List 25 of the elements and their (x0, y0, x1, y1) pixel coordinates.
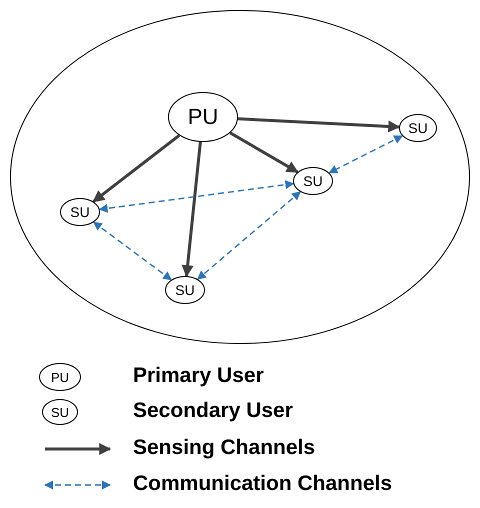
user-ellipse (168, 92, 238, 142)
dashed-arrow (197, 191, 301, 280)
legend-label: Sensing Channels (133, 436, 316, 460)
arrow (182, 142, 202, 278)
legend-sample-label: PU (50, 370, 70, 384)
dashed-arrow (328, 135, 404, 174)
arrow (229, 132, 299, 174)
user-ellipse (60, 198, 100, 226)
legend-label: Communication Channels (133, 472, 392, 496)
dashed-arrow (92, 222, 172, 280)
network-ellipse (10, 10, 470, 344)
user-ellipse (399, 114, 437, 142)
user-ellipse (165, 276, 205, 304)
user-label: SU (70, 204, 90, 220)
legend-label: Primary User (133, 364, 264, 388)
dashed-arrow (98, 180, 294, 213)
arrow (238, 117, 400, 132)
user-label: SU (175, 282, 195, 298)
user-label: PU (188, 104, 218, 130)
user-label: SU (408, 120, 428, 136)
user-label: SU (303, 173, 323, 189)
legend-sample-label: SU (50, 404, 70, 420)
user-ellipse (293, 167, 333, 195)
legend-label: Secondary User (133, 399, 293, 423)
arrow (92, 134, 180, 203)
